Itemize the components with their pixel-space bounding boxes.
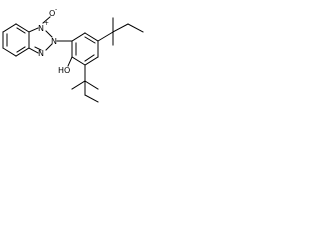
bond [84,32,99,42]
tert-pentyl-lower [71,64,99,103]
bond [2,23,17,33]
bond [84,94,99,103]
double-bond-inner [34,46,42,51]
n-oxide-bond [42,16,51,24]
bond [2,47,17,57]
atom-label-oxide-charge: - [55,6,57,13]
bond [112,23,129,33]
atom-label-n3: N [38,24,44,33]
tert-pentyl-upper [97,17,144,46]
double-bond-inner [16,46,26,53]
atom-label-n2: N [51,37,57,46]
bond [71,56,86,66]
benzo-ring [2,23,30,57]
atom-label-n1: N [38,49,44,58]
double-bond-inner [16,27,26,34]
bond [15,23,30,33]
bond [84,80,99,90]
hydroxyl-bond [67,56,73,67]
atom-label-oxide-oxygen: O [49,9,55,18]
bond [45,30,53,38]
phenol-ring [67,32,99,67]
bond [127,23,144,33]
bond [28,47,39,54]
triazole-ring [28,16,53,54]
atom-label-hydroxyl: HO [58,66,70,75]
bond [71,32,86,42]
atom-label-n-charge: + [44,20,49,27]
chemical-structure-diagram: N + O - N N HO [2,6,144,103]
double-bond-inner [84,54,95,62]
bond [97,31,114,42]
bond [71,80,86,90]
bond [28,27,39,33]
double-bond-inner [84,36,96,44]
bond [84,56,99,66]
bond [15,47,30,57]
bond [45,43,53,51]
